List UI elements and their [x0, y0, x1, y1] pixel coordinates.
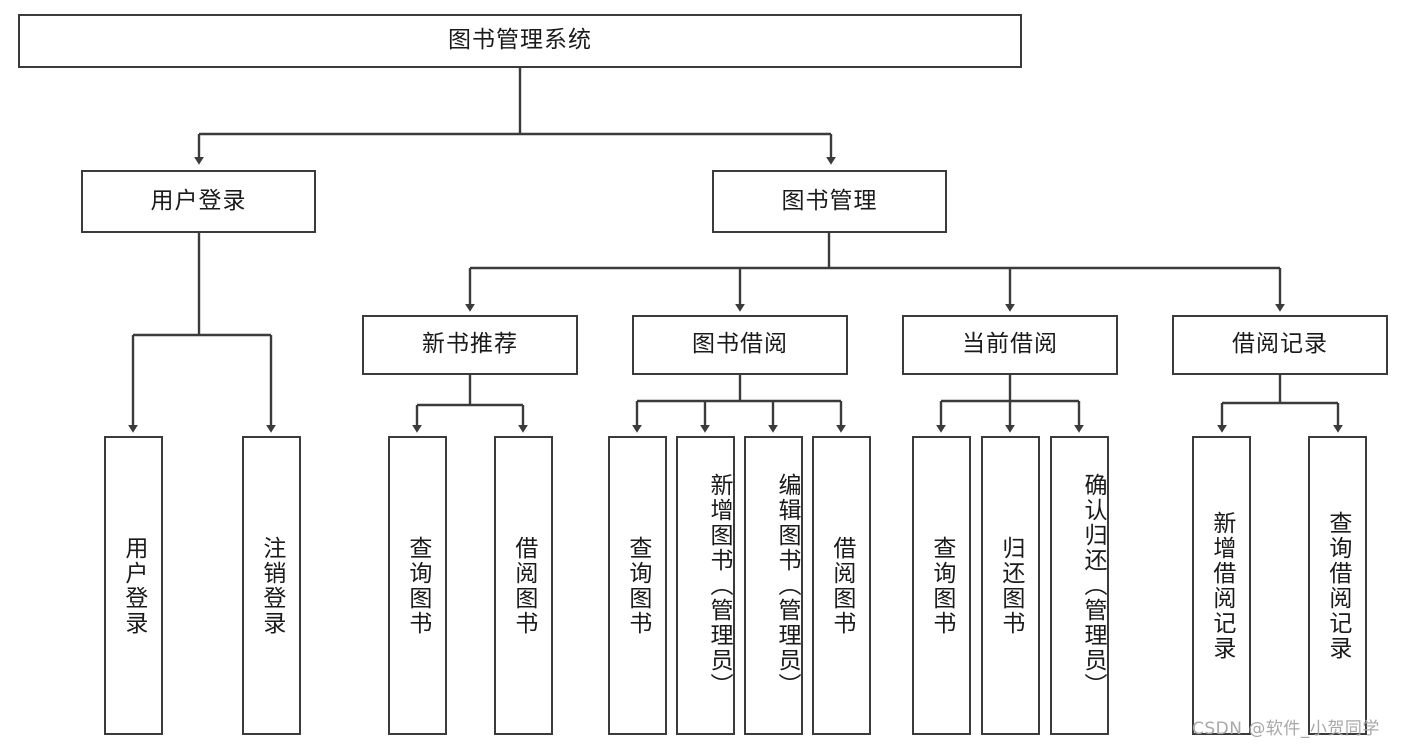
node-leaf-logout-login[interactable]: 注销登录 — [242, 436, 301, 735]
node-book-borrow[interactable]: 图书借阅 — [632, 315, 848, 375]
node-root-system[interactable]: 图书管理系统 — [18, 14, 1022, 68]
node-book-manage[interactable]: 图书管理 — [712, 170, 947, 233]
node-user-login[interactable]: 用户登录 — [81, 170, 316, 233]
node-leaf-borrow-book-recommend[interactable]: 借阅图书 — [494, 436, 553, 735]
node-leaf-query-borrow-record[interactable]: 查询借阅记录 — [1308, 436, 1367, 735]
node-new-book-recommend[interactable]: 新书推荐 — [362, 315, 578, 375]
node-leaf-return-book[interactable]: 归还图书 — [981, 436, 1040, 735]
node-leaf-add-borrow-record[interactable]: 新增借阅记录 — [1192, 436, 1251, 735]
node-leaf-query-book-borrow[interactable]: 查询图书 — [608, 436, 667, 735]
node-leaf-edit-book[interactable]: 编辑图书（管理员） — [744, 436, 803, 735]
node-leaf-confirm-return[interactable]: 确认归还（管理员） — [1050, 436, 1109, 735]
node-leaf-add-book[interactable]: 新增图书（管理员） — [676, 436, 735, 735]
node-leaf-borrow-book[interactable]: 借阅图书 — [812, 436, 871, 735]
node-leaf-user-login[interactable]: 用户登录 — [104, 436, 163, 735]
node-leaf-query-book-recommend[interactable]: 查询图书 — [388, 436, 447, 735]
node-leaf-query-book-current[interactable]: 查询图书 — [912, 436, 971, 735]
node-current-borrow[interactable]: 当前借阅 — [902, 315, 1118, 375]
node-borrow-record[interactable]: 借阅记录 — [1172, 315, 1388, 375]
